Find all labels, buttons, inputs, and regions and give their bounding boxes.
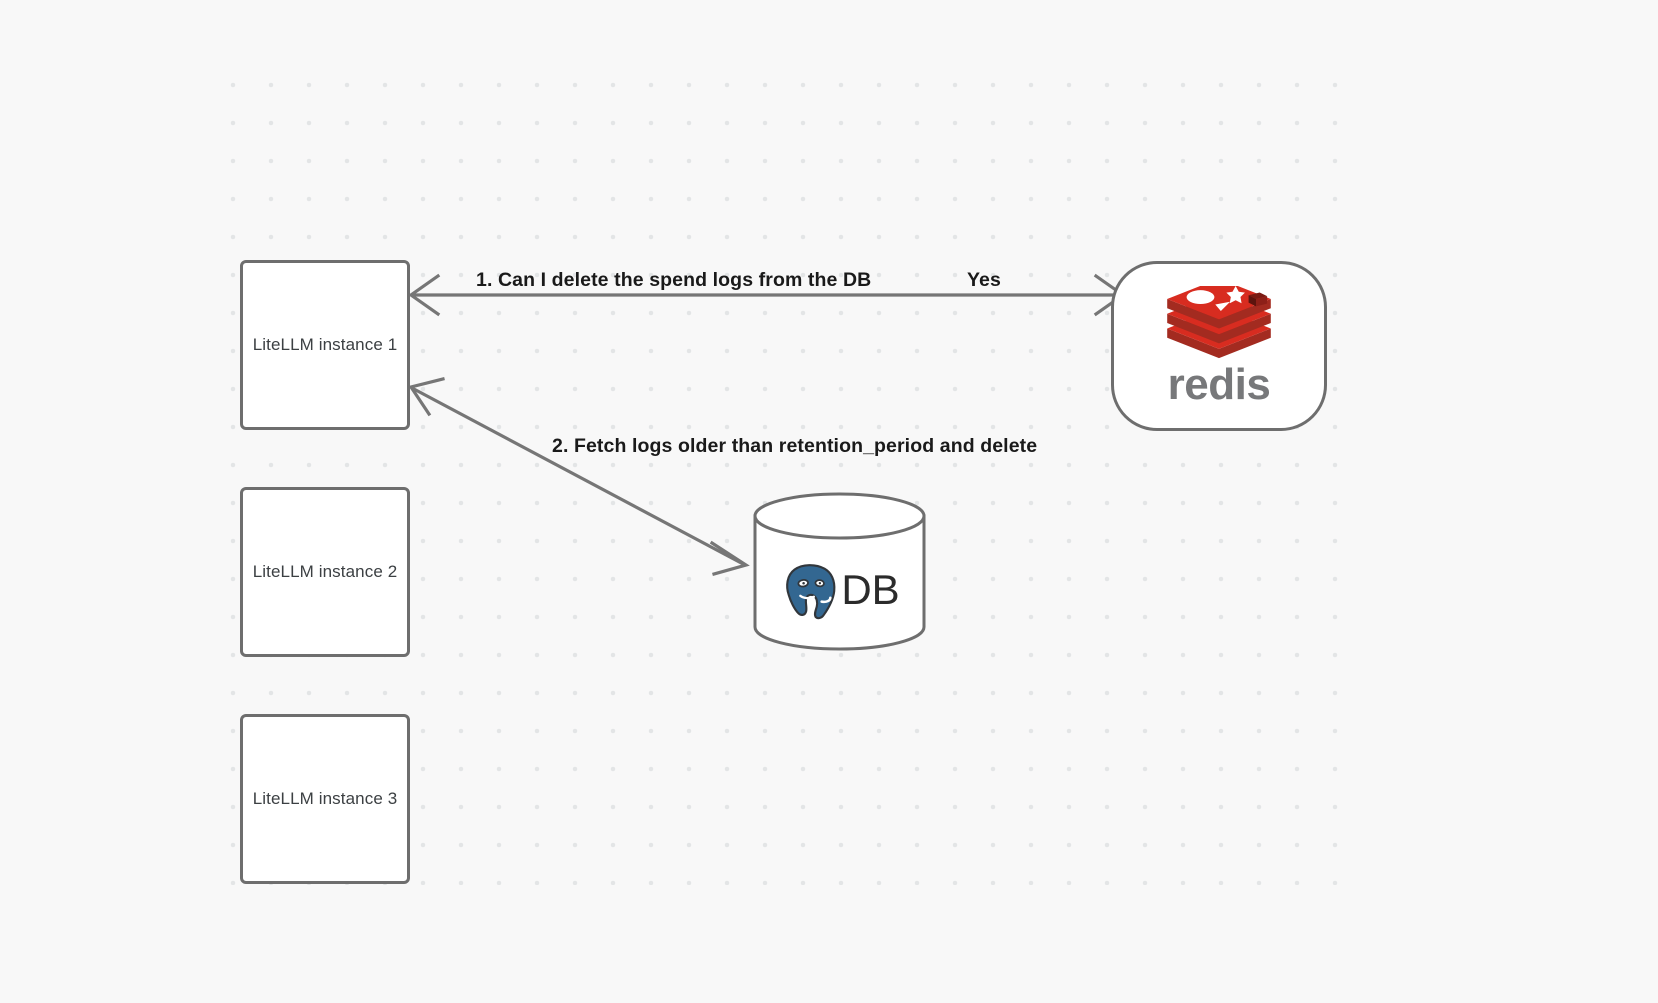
- node-litellm-instance-1[interactable]: LiteLLM instance 1: [240, 260, 410, 430]
- redis-wordmark: redis: [1167, 359, 1271, 409]
- node-label: LiteLLM instance 2: [252, 562, 398, 581]
- db-label: DB: [841, 565, 900, 613]
- redis-logo-icon: [1167, 285, 1271, 358]
- database-cylinder-icon: [753, 492, 926, 651]
- edge-label-question: 1. Can I delete the spend logs from the …: [476, 269, 872, 291]
- node-label: LiteLLM instance 1: [252, 335, 398, 354]
- node-label: LiteLLM instance 3: [252, 789, 398, 808]
- postgresql-elephant-icon: [784, 562, 836, 621]
- edge-db-litellm1: [408, 377, 750, 576]
- node-redis[interactable]: redis: [1111, 261, 1327, 431]
- node-litellm-instance-2[interactable]: LiteLLM instance 2: [240, 487, 410, 657]
- node-db[interactable]: DB: [752, 492, 927, 651]
- edge-label-reply: Yes: [967, 269, 1001, 291]
- node-litellm-instance-3[interactable]: LiteLLM instance 3: [240, 714, 410, 884]
- edge-label-fetch-delete: 2. Fetch logs older than retention_perio…: [552, 435, 1038, 457]
